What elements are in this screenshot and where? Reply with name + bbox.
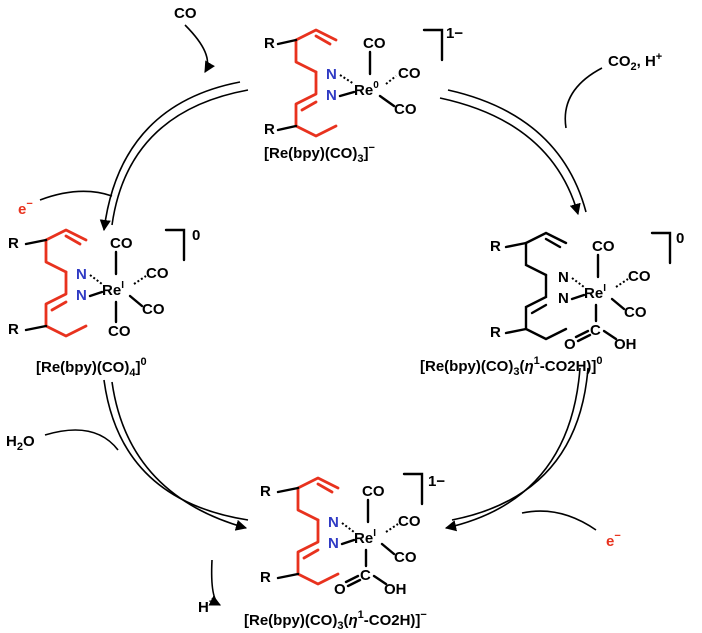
nitrogen-label: N (326, 66, 337, 83)
complex-left-name: [Re(bpy)(CO)4]0 (36, 356, 147, 379)
metal-label: ReI (354, 528, 376, 547)
electron-right-label: e− (606, 530, 621, 550)
carbonyl-label: CO (110, 235, 133, 252)
co-reagent-label: CO (174, 5, 197, 22)
carbonyl-label: CO (394, 101, 417, 118)
r-group-label: R (264, 35, 275, 52)
carbonyl-label: CO (628, 268, 651, 285)
complex-top-name: [Re(bpy)(CO)3]− (264, 142, 375, 165)
reagent-arrows (39, 24, 603, 606)
complex-right-name: [Re(bpy)(CO)3(η1-CO2H)]0 (420, 355, 603, 378)
carboxyl-oxygen-label: O (564, 336, 576, 353)
cycle-arrows (99, 81, 589, 532)
complex-bottom-name: [Re(bpy)(CO)3(η1-CO2H)]− (244, 609, 427, 632)
carbonyl-label: CO (363, 35, 386, 52)
water-reagent-label: H2O (6, 433, 35, 453)
r-group-label: R (260, 569, 271, 586)
hydroxyl-label: OH (384, 581, 407, 598)
electron-left-label: e− (18, 198, 33, 218)
bipyridine-ligand (276, 28, 338, 138)
carbonyl-label: CO (592, 238, 615, 255)
nitrogen-label: N (558, 269, 569, 286)
bipyridine-ligand (276, 476, 340, 586)
carbonyl-label: CO (394, 549, 417, 566)
charge-label: 0 (192, 227, 200, 244)
charge-label: 0 (676, 230, 684, 247)
nitrogen-label: N (326, 87, 337, 104)
r-group-label: R (264, 121, 275, 138)
carboxyl-carbon-label: C (360, 567, 371, 584)
hydroxyl-label: OH (614, 336, 637, 353)
metal-label: ReI (584, 283, 606, 302)
complex-top: R R N N Re0 CO CO CO 1− (264, 25, 463, 138)
complex-bottom: R R N N ReI CO CO CO C O OH 1− (260, 472, 445, 598)
complex-right: R R N N ReI CO CO CO C O OH 0 (490, 230, 684, 353)
carbonyl-label: CO (398, 513, 421, 530)
bipyridine-ligand (24, 228, 88, 338)
charge-label: 1− (446, 25, 463, 42)
proton-bottom-label: H+ (198, 596, 215, 616)
nitrogen-label: N (328, 535, 339, 552)
complex-left: R R N N ReI CO CO CO CO 0 (8, 227, 200, 340)
co2-reagent-label: CO2, H+ (608, 51, 662, 73)
carbonyl-label: CO (108, 323, 131, 340)
carbonyl-label: CO (624, 304, 647, 321)
r-group-label: R (8, 235, 19, 252)
carboxyl-oxygen-label: O (334, 581, 346, 598)
carbonyl-label: CO (362, 483, 385, 500)
carbonyl-label: CO (398, 65, 421, 82)
nitrogen-label: N (558, 290, 569, 307)
carboxyl-carbon-label: C (590, 322, 601, 339)
r-group-label: R (490, 324, 501, 341)
r-group-label: R (260, 483, 271, 500)
r-group-label: R (8, 321, 19, 338)
bipyridine-ligand (504, 231, 568, 341)
charge-label: 1− (428, 473, 445, 490)
metal-label: ReI (102, 280, 124, 299)
carbonyl-label: CO (142, 301, 165, 318)
nitrogen-label: N (76, 266, 87, 283)
nitrogen-label: N (328, 514, 339, 531)
metal-label: Re0 (354, 80, 379, 99)
r-group-label: R (490, 238, 501, 255)
nitrogen-label: N (76, 287, 87, 304)
carbonyl-label: CO (146, 265, 169, 282)
